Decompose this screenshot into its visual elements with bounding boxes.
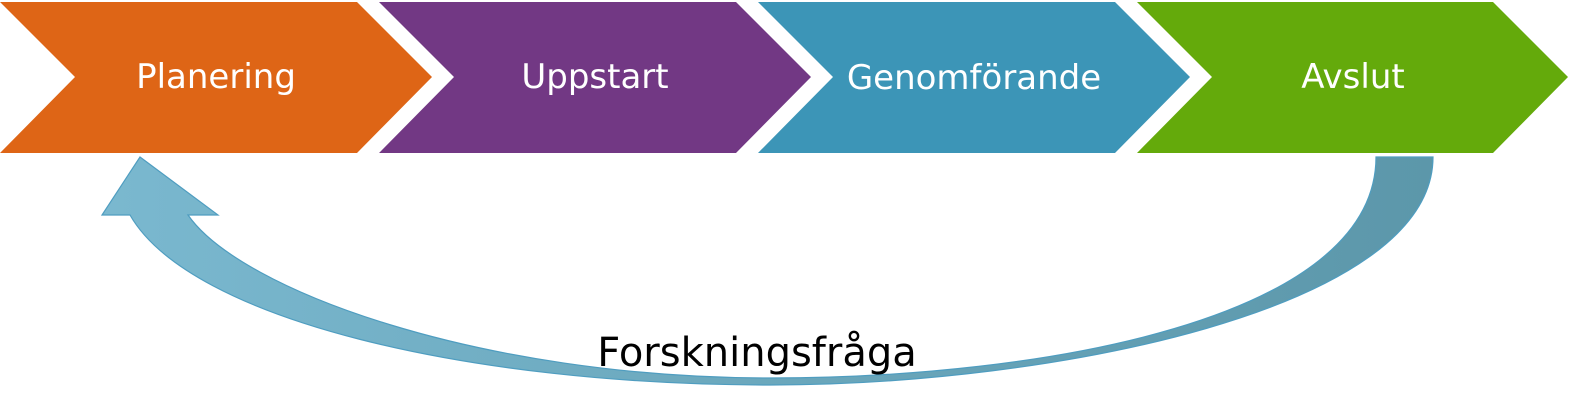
stage-avslut: Avslut: [1137, 2, 1568, 153]
stage-genomforande-label: Genomförande: [847, 58, 1101, 98]
stage-uppstart-label: Uppstart: [521, 57, 668, 97]
stage-avslut-chevron: [1137, 2, 1568, 153]
feedback-loop-label: Forskningsfråga: [597, 330, 917, 376]
stage-avslut-label: Avslut: [1301, 57, 1404, 97]
stage-planering: Planering: [0, 2, 432, 153]
stage-uppstart: Uppstart: [379, 2, 811, 153]
stage-planering-label: Planering: [136, 57, 296, 97]
stage-uppstart-chevron: [379, 2, 811, 153]
feedback-loop-arrow: [100, 156, 1434, 386]
stage-genomforande: Genomförande: [758, 2, 1190, 153]
stage-planering-chevron: [0, 2, 432, 153]
stage-genomforande-chevron: [758, 2, 1190, 153]
